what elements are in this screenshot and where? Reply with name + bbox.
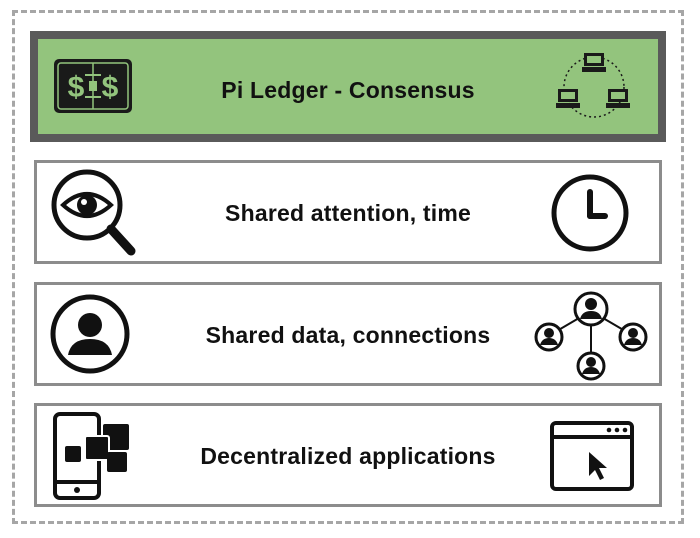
decentralized-apps-box: Decentralized applications [34, 403, 662, 507]
pi-ledger-consensus-box: $ $ Pi Ledger - Consensus [30, 31, 666, 142]
money-ledger-icon: $ $ [52, 55, 134, 117]
user-avatar-icon [49, 293, 131, 375]
user-network-icon [533, 289, 649, 383]
row-label: Pi Ledger - Consensus [221, 77, 475, 103]
row-label: Shared data, connections [205, 322, 491, 348]
network-computers-icon [552, 45, 636, 125]
mobile-apps-icon [51, 412, 137, 502]
clock-icon [549, 172, 631, 254]
svg-text:$: $ [68, 71, 85, 104]
dashed-outer-frame [12, 10, 684, 524]
browser-window-icon [549, 420, 635, 494]
shared-attention-box: Shared attention, time [34, 160, 662, 264]
row-label: Decentralized applications [200, 443, 496, 469]
magnifier-eye-icon [49, 167, 139, 259]
svg-text:$: $ [102, 71, 119, 104]
row-label: Shared attention, time [225, 200, 471, 226]
shared-data-box: Shared data, connections [34, 282, 662, 386]
